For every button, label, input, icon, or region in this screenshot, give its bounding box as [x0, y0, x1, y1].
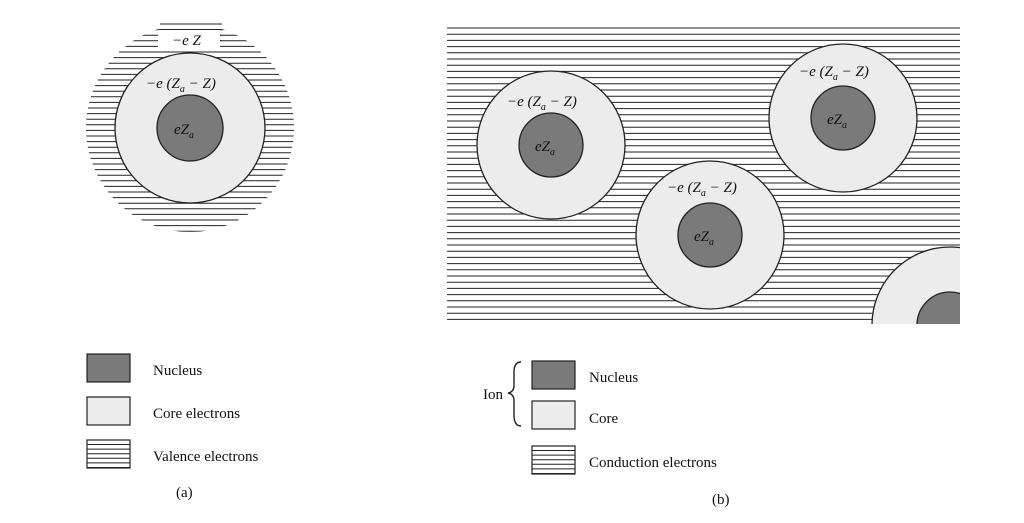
ion-nucleus: [916, 291, 960, 324]
legend-swatch-conduction-electrons: [531, 445, 576, 475]
ion-core: [871, 246, 960, 324]
ion-brace: [507, 361, 522, 427]
ion-nucleus: [518, 112, 584, 178]
panel-a-atom: −e Z −e (Za − Z) eZa: [86, 23, 294, 232]
panel-b-legend: Ion Nucleus Core Conduction electrons (b…: [483, 360, 730, 508]
ion-3-core-label: −e (Za − Z): [799, 64, 869, 83]
caption-b: (b): [712, 492, 730, 508]
ion-1-nucleus-label: eZa: [535, 139, 555, 158]
legend-label-conduction-electrons: Conduction electrons: [589, 455, 717, 471]
legend-swatch-ion-core: [531, 400, 576, 430]
outer-label-bg: [158, 30, 220, 48]
panel-a-legend: Nucleus Core electrons Valence electrons…: [86, 353, 259, 501]
nucleus-charge-label: eZa: [174, 122, 194, 141]
nucleus: [156, 94, 224, 162]
ion-2: [635, 160, 785, 310]
legend-swatch-ion-nucleus: [531, 360, 576, 390]
legend-label-valence-electrons: Valence electrons: [153, 449, 259, 465]
ion-1: [476, 70, 626, 220]
ion-3-nucleus-label: eZa: [827, 112, 847, 131]
legend-label-ion-core: Core: [589, 411, 619, 427]
ion-1-core-label: −e (Za − Z): [507, 94, 577, 113]
ion-nucleus: [677, 202, 743, 268]
outer-charge-label: −e Z: [172, 33, 202, 49]
legend-label-ion: Ion: [483, 387, 503, 403]
legend-swatch-nucleus: [86, 353, 131, 383]
ion-2-core-label: −e (Za − Z): [667, 180, 737, 199]
legend-label-ion-nucleus: Nucleus: [589, 370, 638, 386]
ion-nucleus: [810, 85, 876, 151]
ion-4-partial: [871, 246, 960, 324]
legend-swatch-valence-electrons: [86, 439, 131, 469]
legend-label-nucleus: Nucleus: [153, 363, 202, 379]
legend-swatch-core-electrons: [86, 396, 131, 426]
ion-3: [768, 43, 918, 193]
ion-2-nucleus-label: eZa: [694, 229, 714, 248]
legend-label-core-electrons: Core electrons: [153, 406, 240, 422]
panel-b-metal: −e (Za − Z) eZa −e (Za − Z) eZa −e (Za −…: [447, 27, 960, 324]
caption-a: (a): [176, 485, 193, 501]
core-charge-label: −e (Za − Z): [146, 76, 216, 95]
